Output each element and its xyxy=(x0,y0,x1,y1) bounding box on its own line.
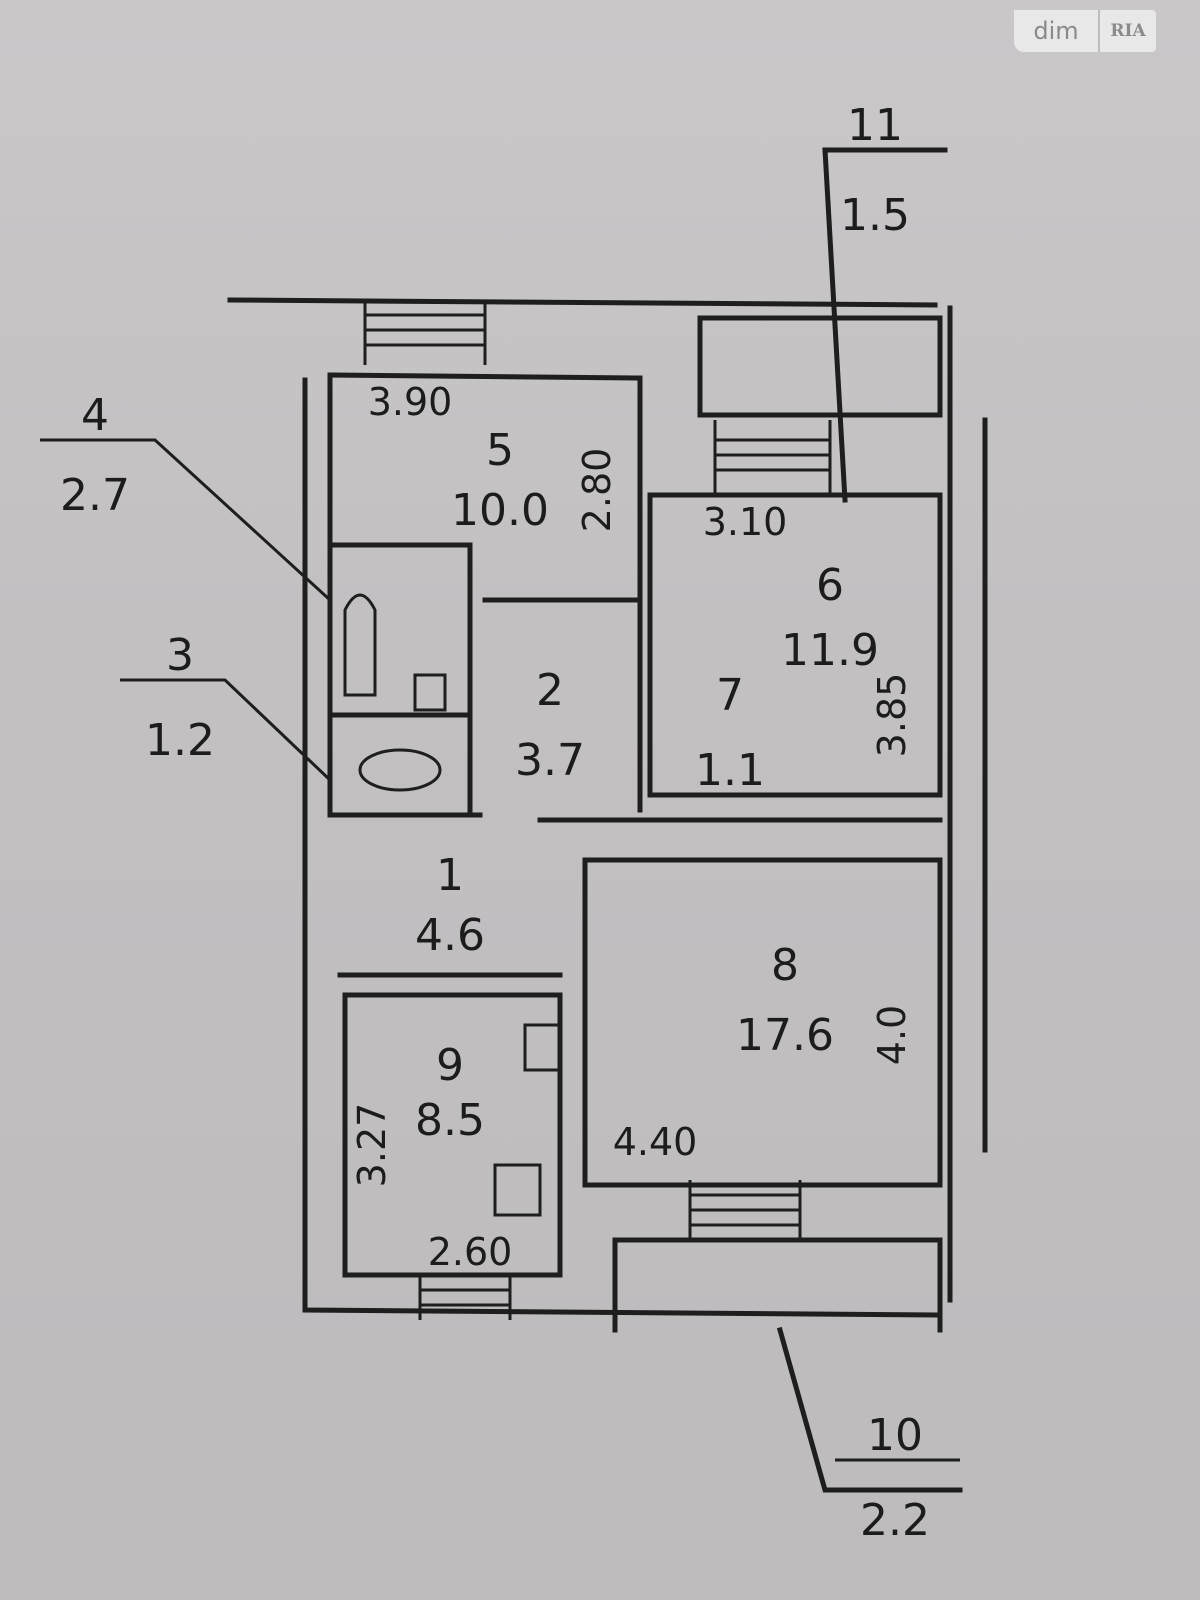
room-labels: 11 1.5 4 2.7 3 1.2 5 10.0 6 11.9 2 3.7 7… xyxy=(60,100,930,1546)
room-1-number: 1 xyxy=(436,850,464,901)
room-10-area: 2.2 xyxy=(860,1495,930,1546)
room-8-width: 4.40 xyxy=(613,1120,698,1164)
room-10-number: 10 xyxy=(867,1410,923,1461)
sink-icon xyxy=(413,673,447,712)
room-8-number: 8 xyxy=(771,940,799,991)
room-3-area: 1.2 xyxy=(145,715,215,766)
room-4-number: 4 xyxy=(81,390,109,441)
room-4-area: 2.7 xyxy=(60,470,130,521)
room-11-area: 1.5 xyxy=(840,190,910,241)
room-6-number: 6 xyxy=(816,560,844,611)
room-9-width: 2.60 xyxy=(428,1230,513,1274)
room-6-length: 3.85 xyxy=(870,673,914,758)
room-8-length: 4.0 xyxy=(870,1005,914,1065)
room-2-number: 2 xyxy=(536,665,564,716)
dimension-labels: 3.90 2.80 3.10 3.85 4.40 4.0 2.60 3.27 xyxy=(350,380,914,1274)
room-11-number: 11 xyxy=(847,100,903,151)
room-5-area: 10.0 xyxy=(451,485,549,536)
bathtub-icon xyxy=(343,593,377,697)
stove-icon xyxy=(493,1163,542,1217)
room-7-area: 1.1 xyxy=(695,745,765,796)
watermark-ria: RIA xyxy=(1110,21,1146,41)
room-9-length: 3.27 xyxy=(350,1103,394,1188)
room-7-number: 7 xyxy=(716,670,744,721)
dimria-watermark-logo: dim RIA xyxy=(1014,10,1156,52)
toilet-icon xyxy=(358,748,442,792)
room-2-area: 3.7 xyxy=(515,735,585,786)
watermark-dim: dim xyxy=(1014,10,1100,52)
room-5-length: 2.80 xyxy=(575,448,619,533)
room-9-area: 8.5 xyxy=(415,1095,485,1146)
room-5-width: 3.90 xyxy=(368,380,453,424)
walls xyxy=(40,147,988,1493)
sink-kitchen-icon xyxy=(523,1023,562,1072)
room-3-number: 3 xyxy=(166,630,194,681)
room-8-area: 17.6 xyxy=(736,1010,834,1061)
room-1-area: 4.6 xyxy=(415,910,485,961)
room-6-width: 3.10 xyxy=(703,500,788,544)
room-6-area: 11.9 xyxy=(781,625,879,676)
room-9-number: 9 xyxy=(436,1040,464,1091)
room-5-number: 5 xyxy=(486,425,514,476)
